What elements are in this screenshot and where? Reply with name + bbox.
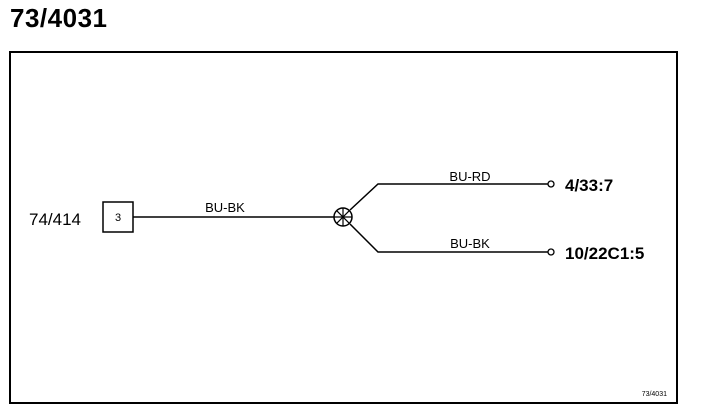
- destination-upper-label: 4/33:7: [565, 176, 613, 195]
- splice-icon: [333, 207, 353, 227]
- diagram-frame: [9, 51, 678, 404]
- wire-upper: [349, 183, 548, 211]
- terminal-lower-icon: [547, 248, 555, 256]
- terminal-upper-icon: [547, 180, 555, 188]
- page-title: 73/4031: [10, 3, 108, 33]
- wire-upper-label: BU-RD: [449, 169, 490, 184]
- wire-lower-label: BU-BK: [450, 236, 490, 251]
- source-connector-label: 74/414: [29, 210, 81, 229]
- wire-lower: [349, 223, 548, 253]
- source-connector-box: [102, 201, 134, 233]
- source-pin-number: 3: [115, 212, 121, 224]
- wire-main-label: BU-BK: [205, 200, 245, 215]
- footer-reference: 73/4031: [642, 391, 667, 398]
- destination-lower-label: 10/22C1:5: [565, 244, 644, 263]
